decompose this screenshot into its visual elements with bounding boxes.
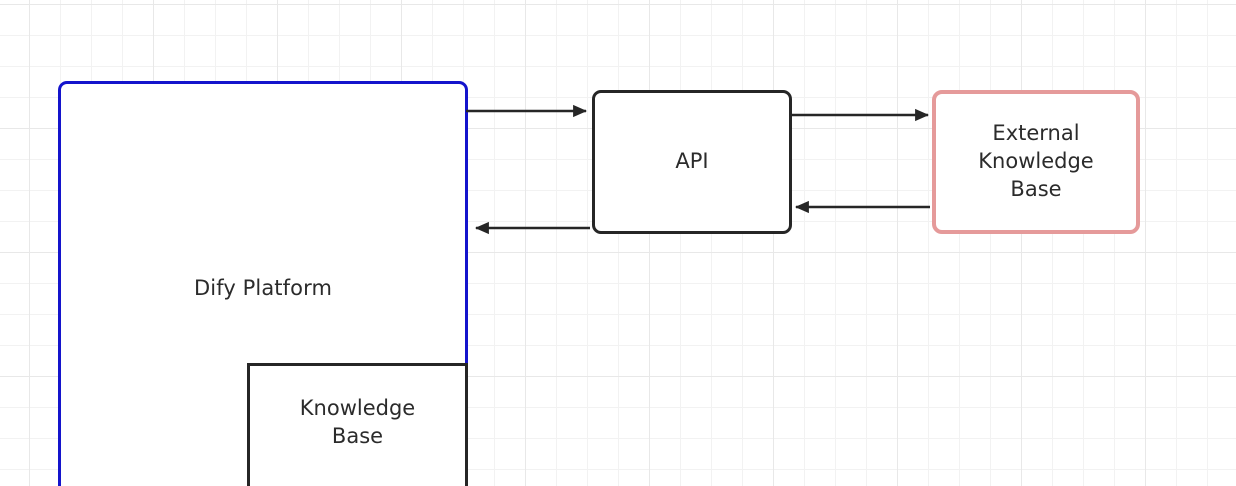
node-external-knowledge-base-label-line2: Knowledge bbox=[978, 149, 1094, 174]
node-external-knowledge-base-label: External Knowledge Base bbox=[978, 120, 1093, 203]
node-external-knowledge-base-label-line3: Base bbox=[1010, 176, 1062, 201]
node-api-label: API bbox=[675, 149, 709, 174]
node-knowledge-base-label: Knowledge Base bbox=[300, 395, 415, 450]
node-knowledge-base-label-line1: Knowledge bbox=[299, 396, 416, 420]
node-knowledge-base[interactable]: Knowledge Base bbox=[247, 363, 468, 486]
node-knowledge-base-label-line2: Base bbox=[331, 423, 384, 448]
node-external-knowledge-base[interactable]: External Knowledge Base bbox=[932, 90, 1140, 234]
node-external-knowledge-base-label-line1: External bbox=[992, 121, 1080, 146]
node-dify-platform-label: Dify Platform bbox=[194, 276, 332, 300]
node-api[interactable]: API bbox=[592, 90, 792, 234]
